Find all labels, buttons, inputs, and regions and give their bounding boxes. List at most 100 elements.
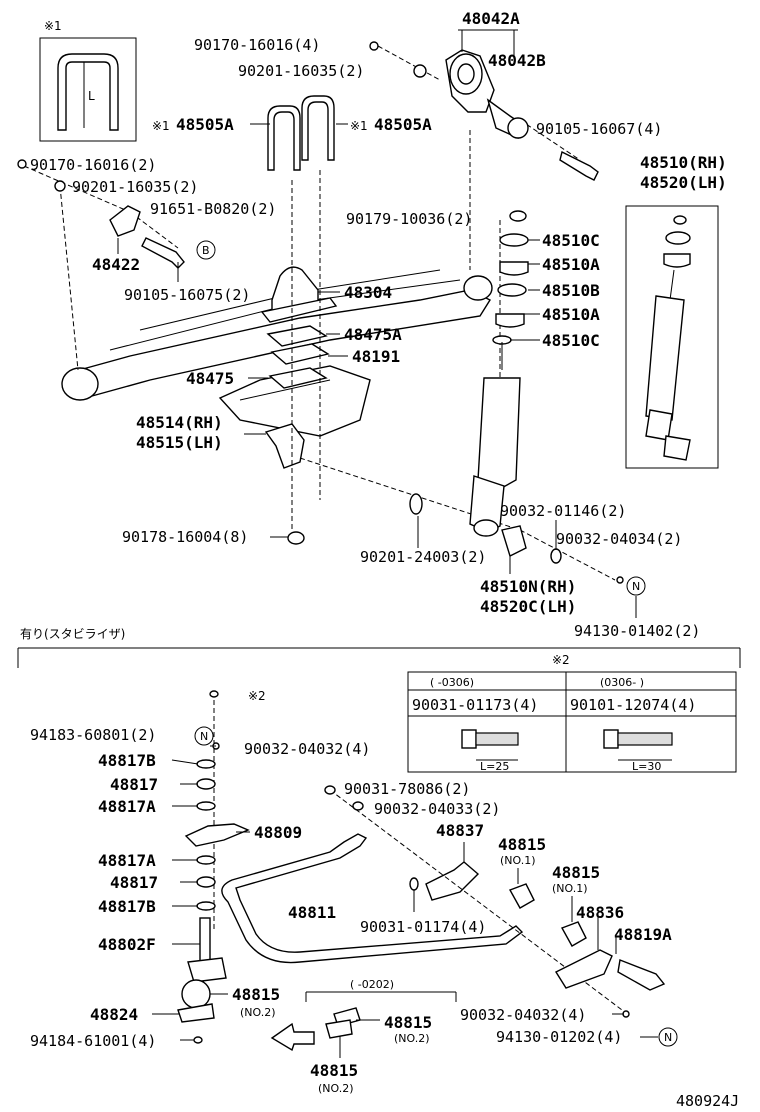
label-48520LH: 48520(LH) bbox=[640, 173, 727, 192]
label-90179: 90179-10036(2) bbox=[346, 210, 472, 228]
label-48837: 48837 bbox=[436, 821, 484, 840]
label-48510C-a: 48510C bbox=[542, 231, 600, 250]
label-48809: 48809 bbox=[254, 823, 302, 842]
diagram-code: 480924J bbox=[676, 1092, 739, 1110]
nut-left bbox=[17, 159, 27, 169]
bolt-90105 bbox=[559, 150, 599, 181]
table-note-mark: ※2 bbox=[552, 653, 570, 667]
label-48824: 48824 bbox=[90, 1005, 138, 1024]
label-48817-a: 48817 bbox=[110, 775, 158, 794]
label-48475: 48475 bbox=[186, 369, 234, 388]
label-90032d: 90032-04033(2) bbox=[374, 800, 500, 818]
label-90105b: 90105-16075(2) bbox=[124, 286, 250, 304]
mark-s2: ※2 bbox=[248, 689, 266, 703]
table-col2-part: 90101-12074(4) bbox=[570, 696, 696, 714]
label-91651: 91651-B0820(2) bbox=[150, 200, 276, 218]
note1-dim: L bbox=[88, 89, 95, 103]
label-90032b: 90032-04034(2) bbox=[556, 530, 682, 548]
bushing-48510N bbox=[501, 525, 527, 557]
label-94130b: 94130-01202(4) bbox=[496, 1028, 622, 1046]
circle-N-1: N bbox=[626, 576, 646, 596]
washer-left bbox=[54, 180, 66, 192]
svg-text:B: B bbox=[202, 244, 210, 257]
bracket-48836 bbox=[554, 949, 613, 989]
bushing-48815-c bbox=[560, 921, 587, 947]
nut-94130 bbox=[616, 576, 624, 584]
label-48505A-right: 48505A bbox=[374, 115, 432, 134]
washer-90032 bbox=[550, 548, 562, 564]
label-48817A-b: 48817A bbox=[98, 851, 156, 870]
label-48815-b: 48815 bbox=[498, 835, 546, 854]
u-bolt-right bbox=[301, 95, 335, 161]
label-48815-b-no: (NO.1) bbox=[500, 854, 536, 867]
label-94130a: 94130-01402(2) bbox=[574, 622, 700, 640]
sub-detail bbox=[270, 991, 457, 1052]
label-48815-e: 48815 bbox=[310, 1061, 358, 1080]
pad-48475A bbox=[266, 325, 328, 347]
bumper-bracket bbox=[260, 266, 338, 323]
washer-90201-c bbox=[409, 493, 423, 515]
bushing-48815-b bbox=[508, 883, 535, 909]
svg-text:N: N bbox=[200, 730, 208, 743]
circle-B: B bbox=[196, 240, 216, 260]
label-48802F: 48802F bbox=[98, 935, 156, 954]
label-48836: 48836 bbox=[576, 903, 624, 922]
table-col1-part: 90031-01173(4) bbox=[412, 696, 538, 714]
shackle bbox=[445, 49, 529, 139]
stabilizer-link bbox=[177, 690, 250, 1044]
bushing-48819A bbox=[617, 959, 666, 991]
label-48510A-b: 48510A bbox=[542, 305, 600, 324]
table-col1-len: L=25 bbox=[480, 760, 509, 773]
nut-90178 bbox=[287, 531, 305, 545]
nut-90031-a bbox=[324, 785, 336, 795]
u-bolt-left bbox=[267, 105, 301, 171]
label-90170a: 90170-16016(4) bbox=[194, 36, 320, 54]
label-48811: 48811 bbox=[288, 903, 336, 922]
label-90201b: 90201-16035(2) bbox=[72, 178, 198, 196]
svg-text:N: N bbox=[664, 1031, 672, 1044]
label-48815-e-no: (NO.2) bbox=[318, 1082, 354, 1095]
label-48515: 48515(LH) bbox=[136, 433, 223, 452]
label-48815-c-no: (NO.1) bbox=[552, 882, 588, 895]
label-48815-c: 48815 bbox=[552, 863, 600, 882]
mark-48505A-right: ※1 bbox=[350, 119, 368, 133]
label-48514: 48514(RH) bbox=[136, 413, 223, 432]
label-90105a: 90105-16067(4) bbox=[536, 120, 662, 138]
label-48042A: 48042A bbox=[462, 9, 520, 28]
section-title: 有り(スタビライザ) bbox=[20, 627, 125, 641]
shock-inset bbox=[625, 205, 719, 469]
label-48817B-b: 48817B bbox=[98, 897, 156, 916]
bracket-48837 bbox=[425, 861, 480, 901]
circle-N-3: N bbox=[658, 1027, 678, 1047]
pad-48475 bbox=[268, 367, 328, 389]
label-90178: 90178-16004(8) bbox=[122, 528, 248, 546]
label-48817-b: 48817 bbox=[110, 873, 158, 892]
nut-90032-d bbox=[352, 801, 364, 811]
circle-N-2: N bbox=[194, 726, 214, 746]
label-90032c: 90032-04032(4) bbox=[244, 740, 370, 758]
label-48510A-a: 48510A bbox=[542, 255, 600, 274]
label-90201c: 90201-24003(2) bbox=[360, 548, 486, 566]
sub-range: ( -0202) bbox=[350, 978, 394, 991]
label-48505A-left: 48505A bbox=[176, 115, 234, 134]
label-90031b: 90031-01174(4) bbox=[360, 918, 486, 936]
label-90201a: 90201-16035(2) bbox=[238, 62, 364, 80]
label-94184: 94184-61001(4) bbox=[30, 1032, 156, 1050]
label-48510C-b: 48510C bbox=[542, 331, 600, 350]
svg-text:N: N bbox=[632, 580, 640, 593]
note1-mark: ※1 bbox=[44, 19, 62, 33]
label-48510B: 48510B bbox=[542, 281, 600, 300]
label-48815-a: 48815 bbox=[232, 985, 280, 1004]
label-48191: 48191 bbox=[352, 347, 400, 366]
label-48819A: 48819A bbox=[614, 925, 672, 944]
leaders bbox=[117, 29, 658, 1058]
label-94183: 94183-60801(2) bbox=[30, 726, 156, 744]
bolt-90031-b bbox=[409, 877, 419, 891]
nut-90170 bbox=[369, 41, 379, 51]
mark-48505A-left: ※1 bbox=[152, 119, 170, 133]
table-col2-header: (0306- ) bbox=[600, 676, 644, 689]
washer-90201 bbox=[413, 64, 427, 78]
label-48422: 48422 bbox=[92, 255, 140, 274]
label-48510N: 48510N(RH) bbox=[480, 577, 576, 596]
